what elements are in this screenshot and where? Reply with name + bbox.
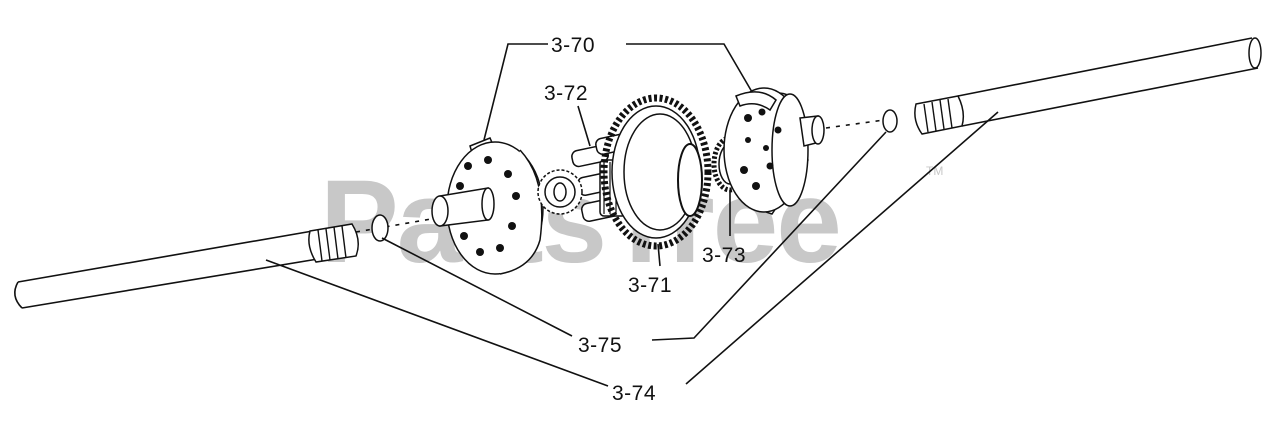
callout-3-70: 3-70	[551, 34, 595, 57]
callout-3-72: 3-72	[544, 82, 588, 105]
right-differential-case-half	[723, 87, 825, 215]
right-snap-ring	[825, 109, 898, 133]
ring-gear	[600, 94, 712, 250]
left-snap-ring	[371, 214, 389, 242]
callout-3-71: 3-71	[628, 274, 672, 297]
callout-3-73: 3-73	[702, 244, 746, 267]
callout-3-75: 3-75	[578, 334, 622, 357]
callout-3-74: 3-74	[612, 382, 656, 405]
leader-lines	[265, 43, 999, 387]
left-axle-shaft	[14, 213, 461, 309]
left-differential-case-half	[431, 137, 544, 275]
right-axle-shaft	[914, 37, 1262, 135]
trademark-symbol: TM	[926, 164, 943, 178]
